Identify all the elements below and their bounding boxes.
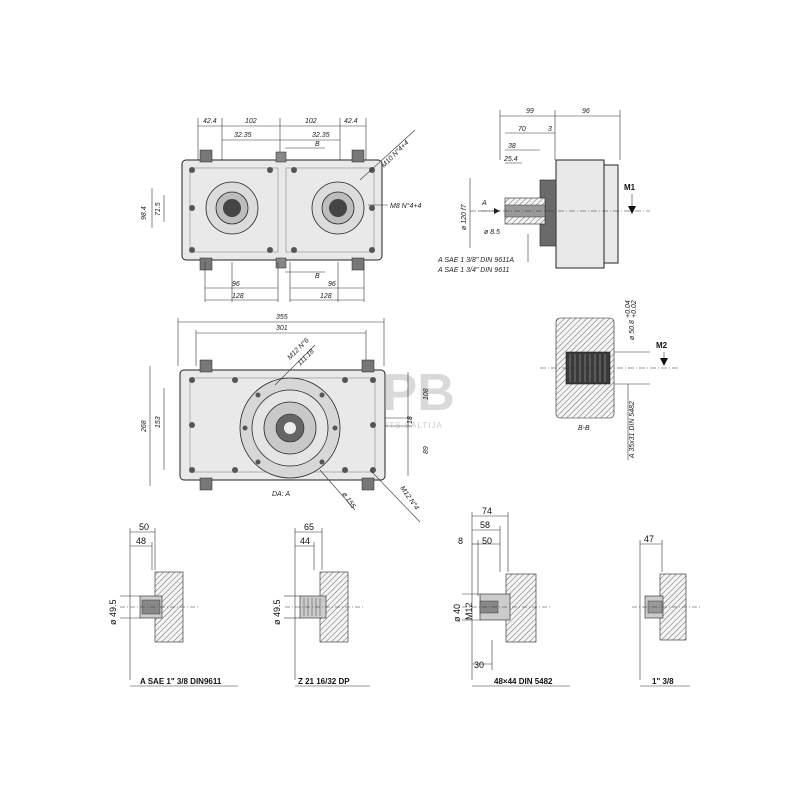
detail-4-top: 47: [644, 534, 654, 544]
side-dim-small-2: 25.4: [503, 156, 518, 163]
dim-inner-2: 32.35: [312, 132, 330, 139]
detail-1-diameter: ø 49.5: [108, 599, 118, 625]
side-diameter-2: ø 8.5: [484, 229, 500, 236]
detail-1-label: A SAE 1" 3/8 DIN9611: [140, 677, 222, 686]
side-dim-top-2: 96: [582, 108, 590, 115]
detail-3-extra-1: 8: [458, 536, 463, 546]
detail-3-diameter: ø 40: [452, 604, 462, 622]
side-spline-note-1: A SAE 1 3/8" DIN 9611A: [437, 257, 514, 264]
section-bb-spline: A 35x31 DIN 5482: [629, 401, 636, 459]
front-view-label: DA: A: [272, 491, 290, 498]
detail-2: 65 44 ø 49.5 Z 21 16/32 DP: [272, 522, 370, 687]
section-bb: M2 ø 50.8 +0.04 +0.02 A 35x31 DIN 5482 B…: [540, 300, 680, 460]
front-dim-left-1: 268: [141, 420, 148, 433]
front-dim-left-2: 153: [155, 416, 162, 428]
motor-label-m1: M1: [624, 183, 636, 192]
detail-3-extra-2: 50: [482, 536, 492, 546]
detail-2-mid: 44: [300, 536, 310, 546]
front-view: 355 301 268 153: [141, 314, 430, 523]
detail-3-mid: 58: [480, 520, 490, 530]
detail-3-bottom: 30: [474, 660, 484, 670]
detail-4: 47 1" 3/8: [632, 534, 700, 687]
front-dim-top-2: 301: [276, 325, 288, 332]
gearbox-side-body: [555, 159, 605, 269]
detail-1-mid: 48: [136, 536, 146, 546]
dim-top-3: 102: [305, 118, 317, 125]
front-dim-right-3: 89: [423, 446, 430, 454]
top-view: 42.4 102 102 42.4 32.35 32.35 B B: [141, 118, 422, 302]
section-mark-b-top: B: [315, 141, 320, 148]
dim-bottom-outer-2: 128: [320, 293, 332, 300]
section-bb-tol-upper: +0.04: [625, 300, 632, 318]
front-dim-top-1: 355: [276, 314, 288, 321]
section-mark-b-bottom: B: [315, 273, 320, 280]
watermark-tagline: APB-PARTS.BALTIJA: [348, 421, 443, 430]
dim-bottom-outer-1: 128: [232, 293, 244, 300]
side-diameter-1: ø 120 f7: [461, 203, 468, 230]
detail-3-thread: M12: [464, 602, 474, 620]
detail-3-housing: [505, 573, 537, 643]
front-callout-dia155: ø 155: [340, 491, 356, 510]
section-bb-tol-lower: +0.02: [631, 300, 638, 318]
motor-label-m2: M2: [656, 341, 668, 350]
detail-2-diameter: ø 49.5: [272, 599, 282, 625]
side-arrow-label: A: [481, 200, 487, 207]
dim-top-1: 42.4: [203, 118, 217, 125]
detail-2-top: 65: [304, 522, 314, 532]
detail-1: 50 48 ø 49.5 A SAE 1" 3/8 DIN9611: [108, 522, 238, 687]
side-dim-small-1: 38: [508, 143, 516, 150]
side-dim-mid-1: 70: [518, 126, 526, 133]
front-dim-right-2: 18: [407, 416, 414, 424]
detail-1-top: 50: [139, 522, 149, 532]
section-bb-tolerance: ø 50.8: [629, 320, 636, 340]
side-view: 99 96 70 3 38 25.4 ø 120 f7 ø 8.5 A M1 A…: [437, 108, 650, 274]
front-dim-right-1: 108: [423, 388, 430, 400]
dim-left-1: 98.4: [141, 206, 148, 220]
side-dim-mid-2: 3: [548, 126, 552, 133]
dim-bottom-inner-1: 96: [232, 281, 240, 288]
dim-left-2: 71.5: [155, 202, 162, 216]
side-spline-note-2: A SAE 1 3/4" DIN 9611: [437, 267, 509, 274]
side-dim-top-1: 99: [526, 108, 534, 115]
detail-3-top: 74: [482, 506, 492, 516]
callout-m8: M8 N°4+4: [390, 202, 422, 210]
front-callout-m12-4: M12 N°4: [398, 485, 420, 512]
detail-3: 74 58 8 50 ø 40 M12 30 48×44 DIN 5482: [452, 506, 570, 687]
detail-3-label: 48×44 DIN 5482: [494, 677, 553, 686]
dim-bottom-inner-2: 96: [328, 281, 336, 288]
callout-m10: M10 N°4+4: [380, 139, 411, 170]
detail-4-label: 1" 3/8: [652, 677, 674, 686]
dim-top-2: 102: [245, 118, 257, 125]
dim-top-4: 42.4: [344, 118, 358, 125]
dim-inner-1: 32.35: [234, 132, 252, 139]
section-bb-label: B-B: [578, 425, 590, 432]
detail-2-label: Z 21 16/32 DP: [298, 677, 350, 686]
